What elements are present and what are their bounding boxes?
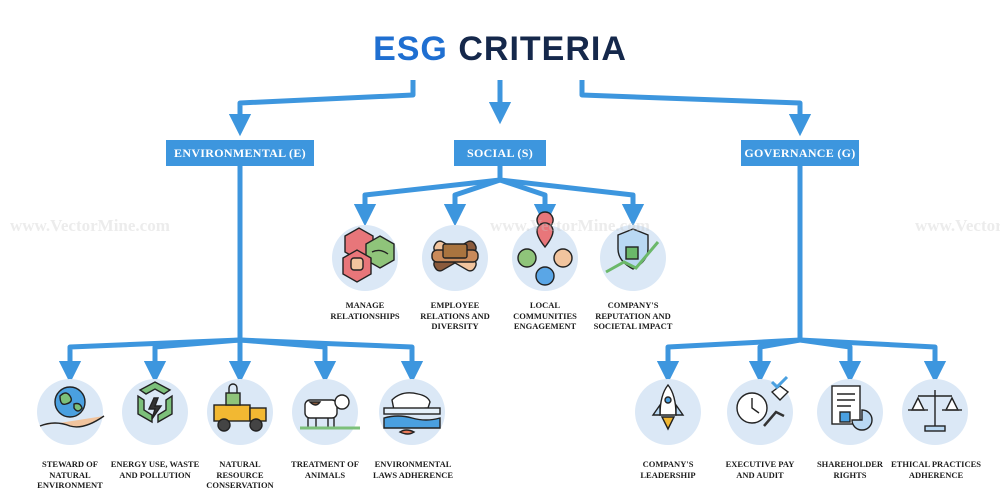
stacked-hands-icon: [431, 240, 479, 272]
connector-title-governance: [579, 80, 812, 137]
polar-bear-icon: [383, 392, 441, 435]
watermark-center: www.VectorMine.com: [490, 216, 650, 235]
connector-gov-2: [748, 337, 801, 384]
shield-thumbs-up-icon: [605, 228, 660, 274]
environmental-item-label: STEWARD OF NATURAL ENVIRONMENT: [37, 459, 103, 490]
environmental-item-label: NATURAL RESOURCE CONSERVATION: [206, 459, 274, 490]
category-social: SOCIAL (S): [454, 140, 546, 166]
category-governance: GOVERNANCE (G): [741, 140, 859, 166]
governance-item-label: ETHICAL PRACTICES ADHERENCE: [891, 459, 981, 480]
social-item-label: MANAGE RELATIONSHIPS: [330, 300, 400, 321]
recycle-icon: [137, 381, 173, 424]
connector-env-5: [239, 337, 424, 384]
cow-icon: [300, 394, 360, 430]
watermark-right: www.VectorMine.com: [915, 216, 1000, 235]
connector-gov-4: [799, 337, 947, 384]
earth-in-hand-icon: [39, 386, 105, 428]
title-part-criteria: CRITERIA: [458, 30, 627, 68]
connector-soc-2: [443, 177, 501, 227]
watermark-left: www.VectorMine.com: [10, 216, 170, 235]
connector-title-environmental: [228, 80, 416, 137]
community-people-icon: [517, 211, 573, 286]
category-environmental: ENVIRONMENTAL (E): [166, 140, 314, 166]
governance-item-label: SHAREHOLDER RIGHTS: [816, 459, 884, 480]
governance-item-label: EXECUTIVE PAY AND AUDIT: [725, 459, 795, 480]
scales-icon: [908, 390, 962, 432]
governance-item-label: COMPANY'S LEADERSHIP: [640, 459, 696, 480]
page-title: ESG CRITERIA: [0, 30, 1000, 69]
rocket-icon: [651, 383, 685, 431]
environmental-item-label: TREATMENT OF ANIMALS: [291, 459, 359, 480]
environmental-item-label: ENERGY USE, WASTE AND POLLUTION: [110, 459, 200, 480]
title-part-esg: ESG: [373, 30, 448, 68]
handshake-fist-icon: [342, 227, 395, 283]
social-item-label: EMPLOYEE RELATIONS AND DIVERSITY: [420, 300, 490, 331]
connector-soc-4: [499, 177, 645, 227]
clock-diamond-icon: [736, 375, 790, 427]
connector-gov-3: [799, 337, 862, 384]
environmental-item-label: ENVIRONMENTAL LAWS ADHERENCE: [372, 459, 454, 480]
social-item-label: LOCAL COMMUNITIES ENGAGEMENT: [513, 300, 577, 331]
dump-truck-lock-icon: [213, 383, 267, 432]
connector-env-2: [143, 337, 241, 384]
document-pie-icon: [831, 385, 873, 431]
connector-gov-1: [656, 337, 801, 384]
connector-soc-3: [499, 177, 557, 227]
connector-soc-1: [353, 177, 501, 227]
social-item-label: COMPANY'S REPUTATION AND SOCIETAL IMPACT: [593, 300, 673, 331]
